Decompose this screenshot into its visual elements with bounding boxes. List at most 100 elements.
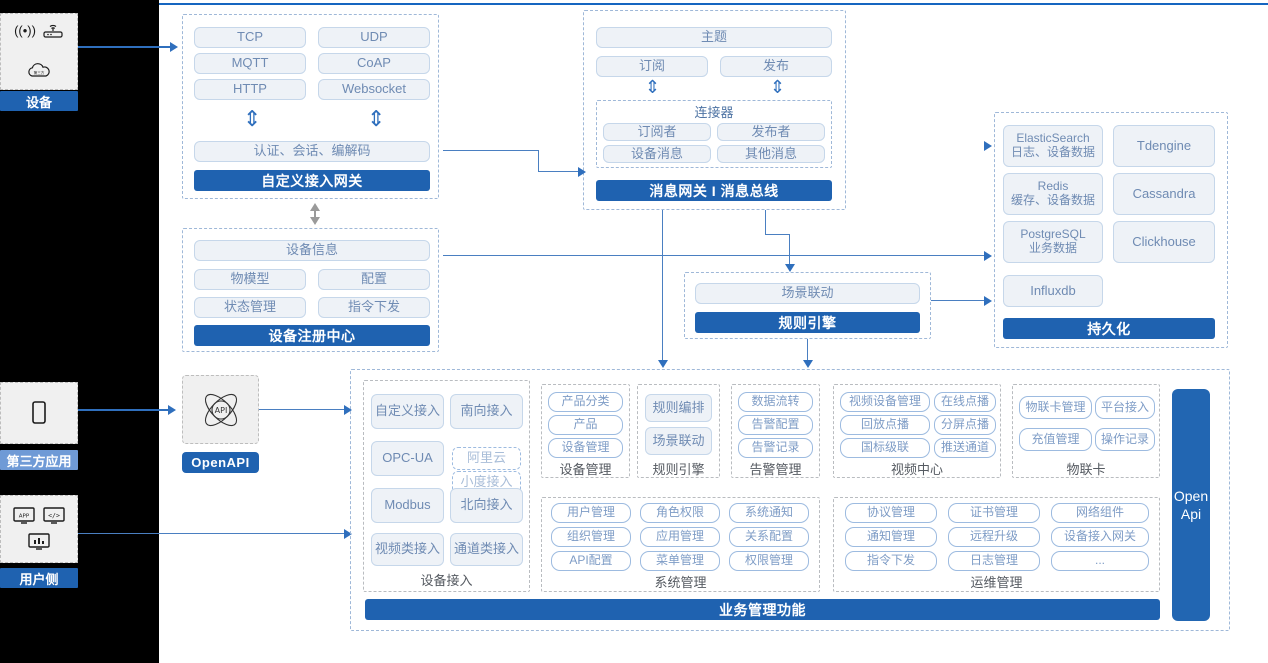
connector-device-to-gateway-arrow (170, 42, 178, 52)
system-chip-permission-manage[interactable]: 权限管理 (729, 551, 809, 571)
protocol-chip-http[interactable]: HTTP (194, 79, 306, 100)
device-manage-chip-product[interactable]: 产品 (548, 415, 623, 435)
state-manage-chip[interactable]: 状态管理 (194, 297, 306, 318)
ops-chip-log-manage[interactable]: 日志管理 (948, 551, 1040, 571)
system-chip-menu-manage[interactable]: 菜单管理 (640, 551, 720, 571)
device-access-chip-aliyun[interactable]: 阿里云 (452, 447, 521, 470)
subscribe-chip[interactable]: 订阅 (596, 56, 708, 77)
alarm-manage-group-label: 告警管理 (749, 461, 802, 477)
connector-bus-to-rule-v2 (789, 234, 790, 269)
connector-openapi-to-business (259, 409, 344, 410)
business-function-bar[interactable]: 业务管理功能 (365, 599, 1160, 620)
device-manage-chip-device-manage[interactable]: 设备管理 (548, 438, 623, 458)
device-info-chip[interactable]: 设备信息 (194, 240, 430, 261)
iot-card-chip-recharge[interactable]: 充值管理 (1019, 428, 1092, 451)
system-chip-role-permission[interactable]: 角色权限 (640, 503, 720, 523)
rail-card-user-side: APP </> (0, 495, 78, 563)
device-access-chip-southbound[interactable]: 南向接入 (450, 394, 523, 429)
device-access-chip-modbus[interactable]: Modbus (371, 488, 444, 523)
svg-text:第三方: 第三方 (34, 70, 45, 75)
device-access-chip-custom[interactable]: 自定义接入 (371, 394, 444, 429)
ops-chip-network-component[interactable]: 网络组件 (1051, 503, 1149, 523)
connector-registry-to-persistence (443, 255, 986, 256)
device-access-group-label: 设备接入 (420, 572, 473, 588)
protocol-chip-udp[interactable]: UDP (318, 27, 430, 48)
device-message-chip[interactable]: 设备消息 (603, 145, 711, 163)
video-center-group (833, 384, 1001, 478)
alarm-chip-records[interactable]: 告警记录 (738, 438, 813, 458)
openapi-node-label[interactable]: OpenAPI (182, 452, 259, 473)
device-manage-chip-product-category[interactable]: 产品分类 (548, 392, 623, 412)
ops-chip-more[interactable]: ... (1051, 551, 1149, 571)
protocol-chip-tcp[interactable]: TCP (194, 27, 306, 48)
command-dispatch-chip[interactable]: 指令下发 (318, 297, 430, 318)
open-api-vertical-bar[interactable]: Open Api (1172, 389, 1210, 621)
store-chip-postgresql[interactable]: PostgreSQL 业务数据 (1003, 221, 1103, 263)
rule-engine-chip-orchestration[interactable]: 规则编排 (645, 394, 712, 422)
store-chip-tdengine[interactable]: Tdengine (1113, 125, 1215, 167)
system-manage-group-label: 系统管理 (654, 574, 707, 590)
device-access-chip-opcua[interactable]: OPC-UA (371, 441, 444, 476)
protocol-chip-mqtt[interactable]: MQTT (194, 53, 306, 74)
store-chip-redis[interactable]: Redis 缓存、设备数据 (1003, 173, 1103, 215)
custom-access-gateway-bar[interactable]: 自定义接入网关 (194, 170, 430, 191)
code-window-icon: </> (43, 507, 65, 524)
ops-chip-device-gateway[interactable]: 设备接入网关 (1051, 527, 1149, 547)
video-chip-split-screen[interactable]: 分屏点播 (934, 415, 996, 435)
system-chip-app-manage[interactable]: 应用管理 (640, 527, 720, 547)
system-chip-org-manage[interactable]: 组织管理 (551, 527, 631, 547)
router-icon (43, 24, 63, 38)
ops-chip-command-dispatch[interactable]: 指令下发 (845, 551, 937, 571)
thing-model-chip[interactable]: 物模型 (194, 269, 306, 290)
device-access-chip-video[interactable]: 视频类接入 (371, 533, 444, 566)
connector-gateway-to-bus-h1 (443, 150, 539, 151)
video-chip-live-vod[interactable]: 在线点播 (934, 392, 996, 412)
video-chip-device-manage[interactable]: 视频设备管理 (840, 392, 930, 412)
alarm-chip-data-flow[interactable]: 数据流转 (738, 392, 813, 412)
scene-linkage-chip[interactable]: 场景联动 (695, 283, 920, 304)
video-chip-gb-cascade[interactable]: 国标级联 (840, 438, 930, 458)
system-chip-system-notice[interactable]: 系统通知 (729, 503, 809, 523)
store-desc-redis: 缓存、设备数据 (1010, 193, 1095, 207)
video-chip-playback[interactable]: 回放点播 (840, 415, 930, 435)
store-chip-clickhouse[interactable]: Clickhouse (1113, 221, 1215, 263)
device-registry-bar[interactable]: 设备注册中心 (194, 325, 430, 346)
protocol-chip-coap[interactable]: CoAP (318, 53, 430, 74)
store-chip-cassandra[interactable]: Cassandra (1113, 173, 1215, 215)
ops-manage-group-label: 运维管理 (970, 574, 1023, 590)
subscriber-chip[interactable]: 订阅者 (603, 123, 711, 141)
store-chip-influxdb[interactable]: Influxdb (1003, 275, 1103, 307)
publisher-chip[interactable]: 发布者 (717, 123, 825, 141)
publish-chip[interactable]: 发布 (720, 56, 832, 77)
device-access-chip-northbound[interactable]: 北向接入 (450, 488, 523, 523)
video-chip-push-channel[interactable]: 推送通道 (934, 438, 996, 458)
wifi-signal-icon: ((•)) (14, 23, 36, 39)
persistence-bar[interactable]: 持久化 (1003, 318, 1215, 339)
message-gateway-bus-bar[interactable]: 消息网关 I 消息总线 (596, 180, 832, 201)
device-access-chip-channel[interactable]: 通道类接入 (450, 533, 523, 566)
ops-chip-remote-upgrade[interactable]: 远程升级 (948, 527, 1040, 547)
alarm-chip-config[interactable]: 告警配置 (738, 415, 813, 435)
app-window-icon: APP (13, 507, 35, 524)
connector-rule-to-persistence (931, 300, 986, 301)
auth-session-codec-chip[interactable]: 认证、会话、编解码 (194, 141, 430, 162)
ops-chip-protocol-manage[interactable]: 协议管理 (845, 503, 937, 523)
topic-chip[interactable]: 主题 (596, 27, 832, 48)
ops-chip-notice-manage[interactable]: 通知管理 (845, 527, 937, 547)
svg-text:APP: APP (19, 514, 30, 520)
system-chip-api-config[interactable]: API配置 (551, 551, 631, 571)
config-chip[interactable]: 配置 (318, 269, 430, 290)
gateway-registry-link-icon (310, 203, 320, 225)
ops-chip-cert-manage[interactable]: 证书管理 (948, 503, 1040, 523)
connector-title: 连接器 (694, 104, 734, 120)
rule-engine-chip-scene-linkage[interactable]: 场景联动 (645, 427, 712, 455)
rule-engine-bar[interactable]: 规则引擎 (695, 312, 920, 333)
other-message-chip[interactable]: 其他消息 (717, 145, 825, 163)
iot-card-chip-operation-log[interactable]: 操作记录 (1095, 428, 1155, 451)
system-chip-user-manage[interactable]: 用户管理 (551, 503, 631, 523)
iot-card-chip-manage[interactable]: 物联卡管理 (1019, 396, 1092, 419)
iot-card-chip-platform-access[interactable]: 平台接入 (1095, 396, 1155, 419)
system-chip-relation-config[interactable]: 关系配置 (729, 527, 809, 547)
store-chip-elasticsearch[interactable]: ElasticSearch 日志、设备数据 (1003, 125, 1103, 167)
protocol-chip-websocket[interactable]: Websocket (318, 79, 430, 100)
